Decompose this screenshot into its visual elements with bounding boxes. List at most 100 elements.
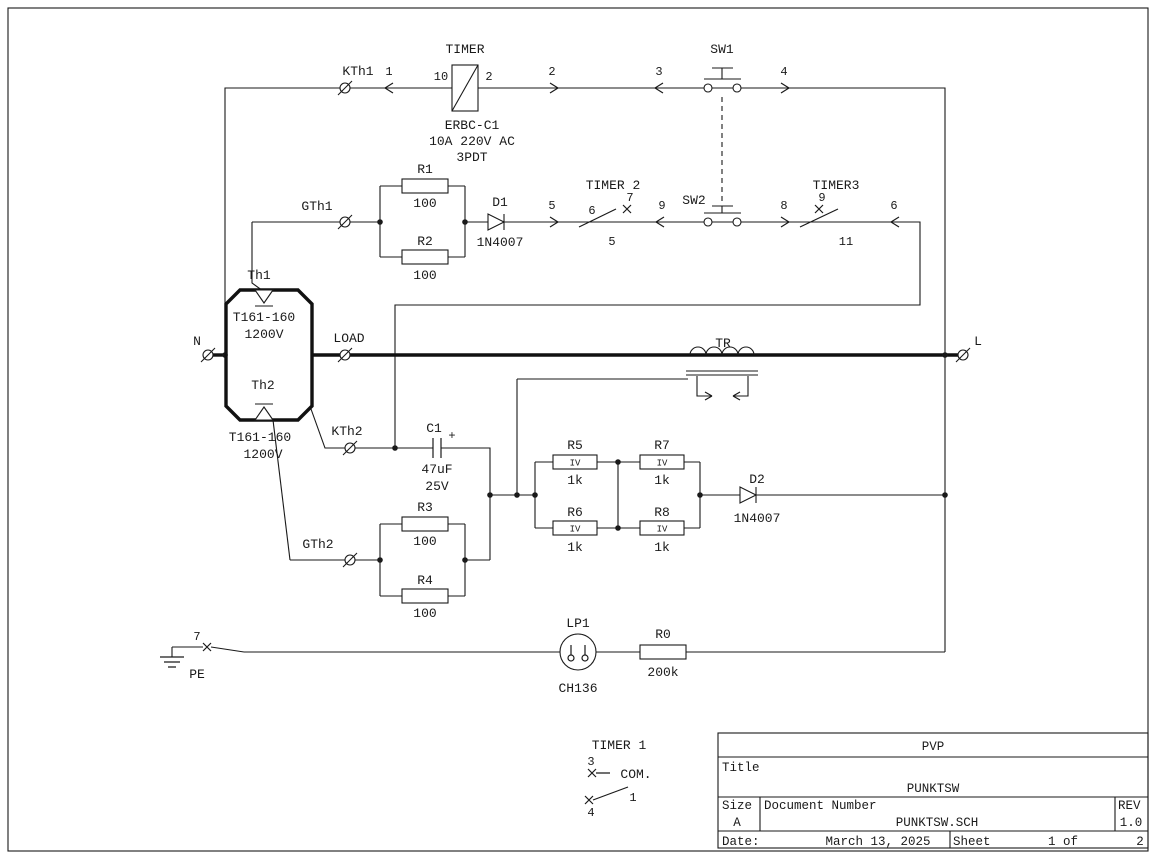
transformer-tr: TR xyxy=(686,336,758,401)
sheet-value: 1 of xyxy=(1048,835,1078,849)
title-block-frame xyxy=(717,732,1149,849)
d2-label: D2 xyxy=(749,472,765,487)
terminal-slash xyxy=(337,347,353,363)
d1-value: 1N4007 xyxy=(477,235,524,250)
resistor-body xyxy=(552,520,598,536)
timer2-pin7: 7 xyxy=(626,191,633,205)
sw2-actuator xyxy=(704,205,741,214)
gth2-label: GTh2 xyxy=(302,537,333,552)
d1-label: D1 xyxy=(492,195,508,210)
date-value: March 13, 2025 xyxy=(825,835,930,849)
title-label: Title xyxy=(722,761,760,775)
terminal-slash xyxy=(342,440,358,456)
connector-pin5-icon xyxy=(549,216,559,228)
timer1-com: COM. xyxy=(620,767,651,782)
relay-contacts: 3PDT xyxy=(456,150,487,165)
resistor-r6: R6 IV 1k xyxy=(552,505,598,555)
tr-secondary-arrows-icon xyxy=(704,391,741,401)
switch-timer3: TIMER3 9 11 xyxy=(799,178,860,249)
r6-value: 1k xyxy=(567,540,583,555)
tr-secondary xyxy=(696,376,749,397)
pin-7: 7 xyxy=(193,630,200,644)
th1-part: T161-160 xyxy=(233,310,295,325)
title-block-grid xyxy=(718,756,1148,848)
pin-1: 1 xyxy=(385,65,392,79)
r5-label: R5 xyxy=(567,438,583,453)
terminal-slash xyxy=(337,214,353,230)
r4-value: 100 xyxy=(413,606,436,621)
lamp-lp1: LP1 CH136 xyxy=(558,616,597,696)
size-value: A xyxy=(733,816,741,830)
terminal-gth1: GTh1 xyxy=(301,199,353,230)
kth1-label: KTh1 xyxy=(342,64,373,79)
sw1-contact-right xyxy=(732,83,742,93)
kth2-label: KTh2 xyxy=(331,424,362,439)
sw2-contact-right xyxy=(732,217,742,227)
timer3-label: TIMER3 xyxy=(813,178,860,193)
connector-pin1-icon xyxy=(384,82,394,94)
timer-coil-label: TIMER xyxy=(445,42,484,57)
junction-dots xyxy=(222,219,948,563)
coil-diagonal xyxy=(451,64,479,112)
timer1-contact4-icon xyxy=(584,795,594,805)
wire-c1-out xyxy=(441,447,491,560)
r7-mark: IV xyxy=(657,459,668,469)
terminal-slash xyxy=(955,347,971,363)
terminal-kth2: KTh2 xyxy=(331,424,363,456)
size-label: Size xyxy=(722,799,752,813)
r2-value: 100 xyxy=(413,268,436,283)
relay-part: ERBC-C1 xyxy=(445,118,500,133)
conn-4: 4 xyxy=(780,65,787,79)
conn-9: 9 xyxy=(658,199,665,213)
r0-value: 200k xyxy=(647,665,678,680)
c1-label: C1 xyxy=(426,421,442,436)
c1-value: 47uF xyxy=(421,462,452,477)
timer2-pin5: 5 xyxy=(608,235,615,249)
connector-pin4-icon xyxy=(780,82,790,94)
r1-value: 100 xyxy=(413,196,436,211)
switch-sw2: SW2 xyxy=(682,193,742,227)
switch-sw1: SW1 xyxy=(703,42,742,93)
pe-x-contact-icon xyxy=(202,642,212,652)
coil-pin-10: 10 xyxy=(434,70,448,84)
resistor-r0: R0 200k xyxy=(639,627,687,680)
timer-relay-coil: TIMER 10 2 ERBC-C1 10A 220V AC 3PDT xyxy=(429,42,515,165)
tr-label: TR xyxy=(715,336,731,351)
r8-label: R8 xyxy=(654,505,670,520)
terminal-load: LOAD xyxy=(333,331,365,363)
timer3-pin11: 11 xyxy=(839,235,853,249)
resistor-body xyxy=(639,520,685,536)
wire-pe xyxy=(171,646,203,657)
sw1-actuator xyxy=(704,67,741,80)
r5-mark: IV xyxy=(570,459,581,469)
resistor-r1: R1 100 xyxy=(401,162,449,211)
resistor-body xyxy=(552,454,598,470)
l-label: L xyxy=(974,334,982,349)
terminal-n: N xyxy=(193,334,216,363)
ground-pe: 7 PE xyxy=(160,630,212,682)
timer2-blade xyxy=(578,208,617,228)
r2-label: R2 xyxy=(417,234,433,249)
conn-3: 3 xyxy=(655,65,662,79)
load-label: LOAD xyxy=(333,331,364,346)
timer1-blade xyxy=(592,786,629,801)
r7-label: R7 xyxy=(654,438,670,453)
thyristor-module: Th1 T161-160 1200V Th2 T161-160 1200V xyxy=(224,268,314,462)
resistor-body xyxy=(401,178,449,194)
rev-value: 1.0 xyxy=(1120,816,1143,830)
terminal-slash xyxy=(200,347,216,363)
r5-value: 1k xyxy=(567,473,583,488)
tr-primary-winding xyxy=(689,346,755,356)
resistor-body xyxy=(639,454,685,470)
sw1-contact-left xyxy=(703,83,713,93)
company-name: PVP xyxy=(922,740,945,754)
conn-2: 2 xyxy=(548,65,555,79)
timer3-x-contact-icon xyxy=(814,204,824,214)
th2-label: Th2 xyxy=(251,378,274,393)
connector-pin9-icon xyxy=(655,216,665,228)
r8-mark: IV xyxy=(657,525,668,535)
terminal-slash xyxy=(342,552,358,568)
terminal-gth2: GTh2 xyxy=(302,537,358,568)
